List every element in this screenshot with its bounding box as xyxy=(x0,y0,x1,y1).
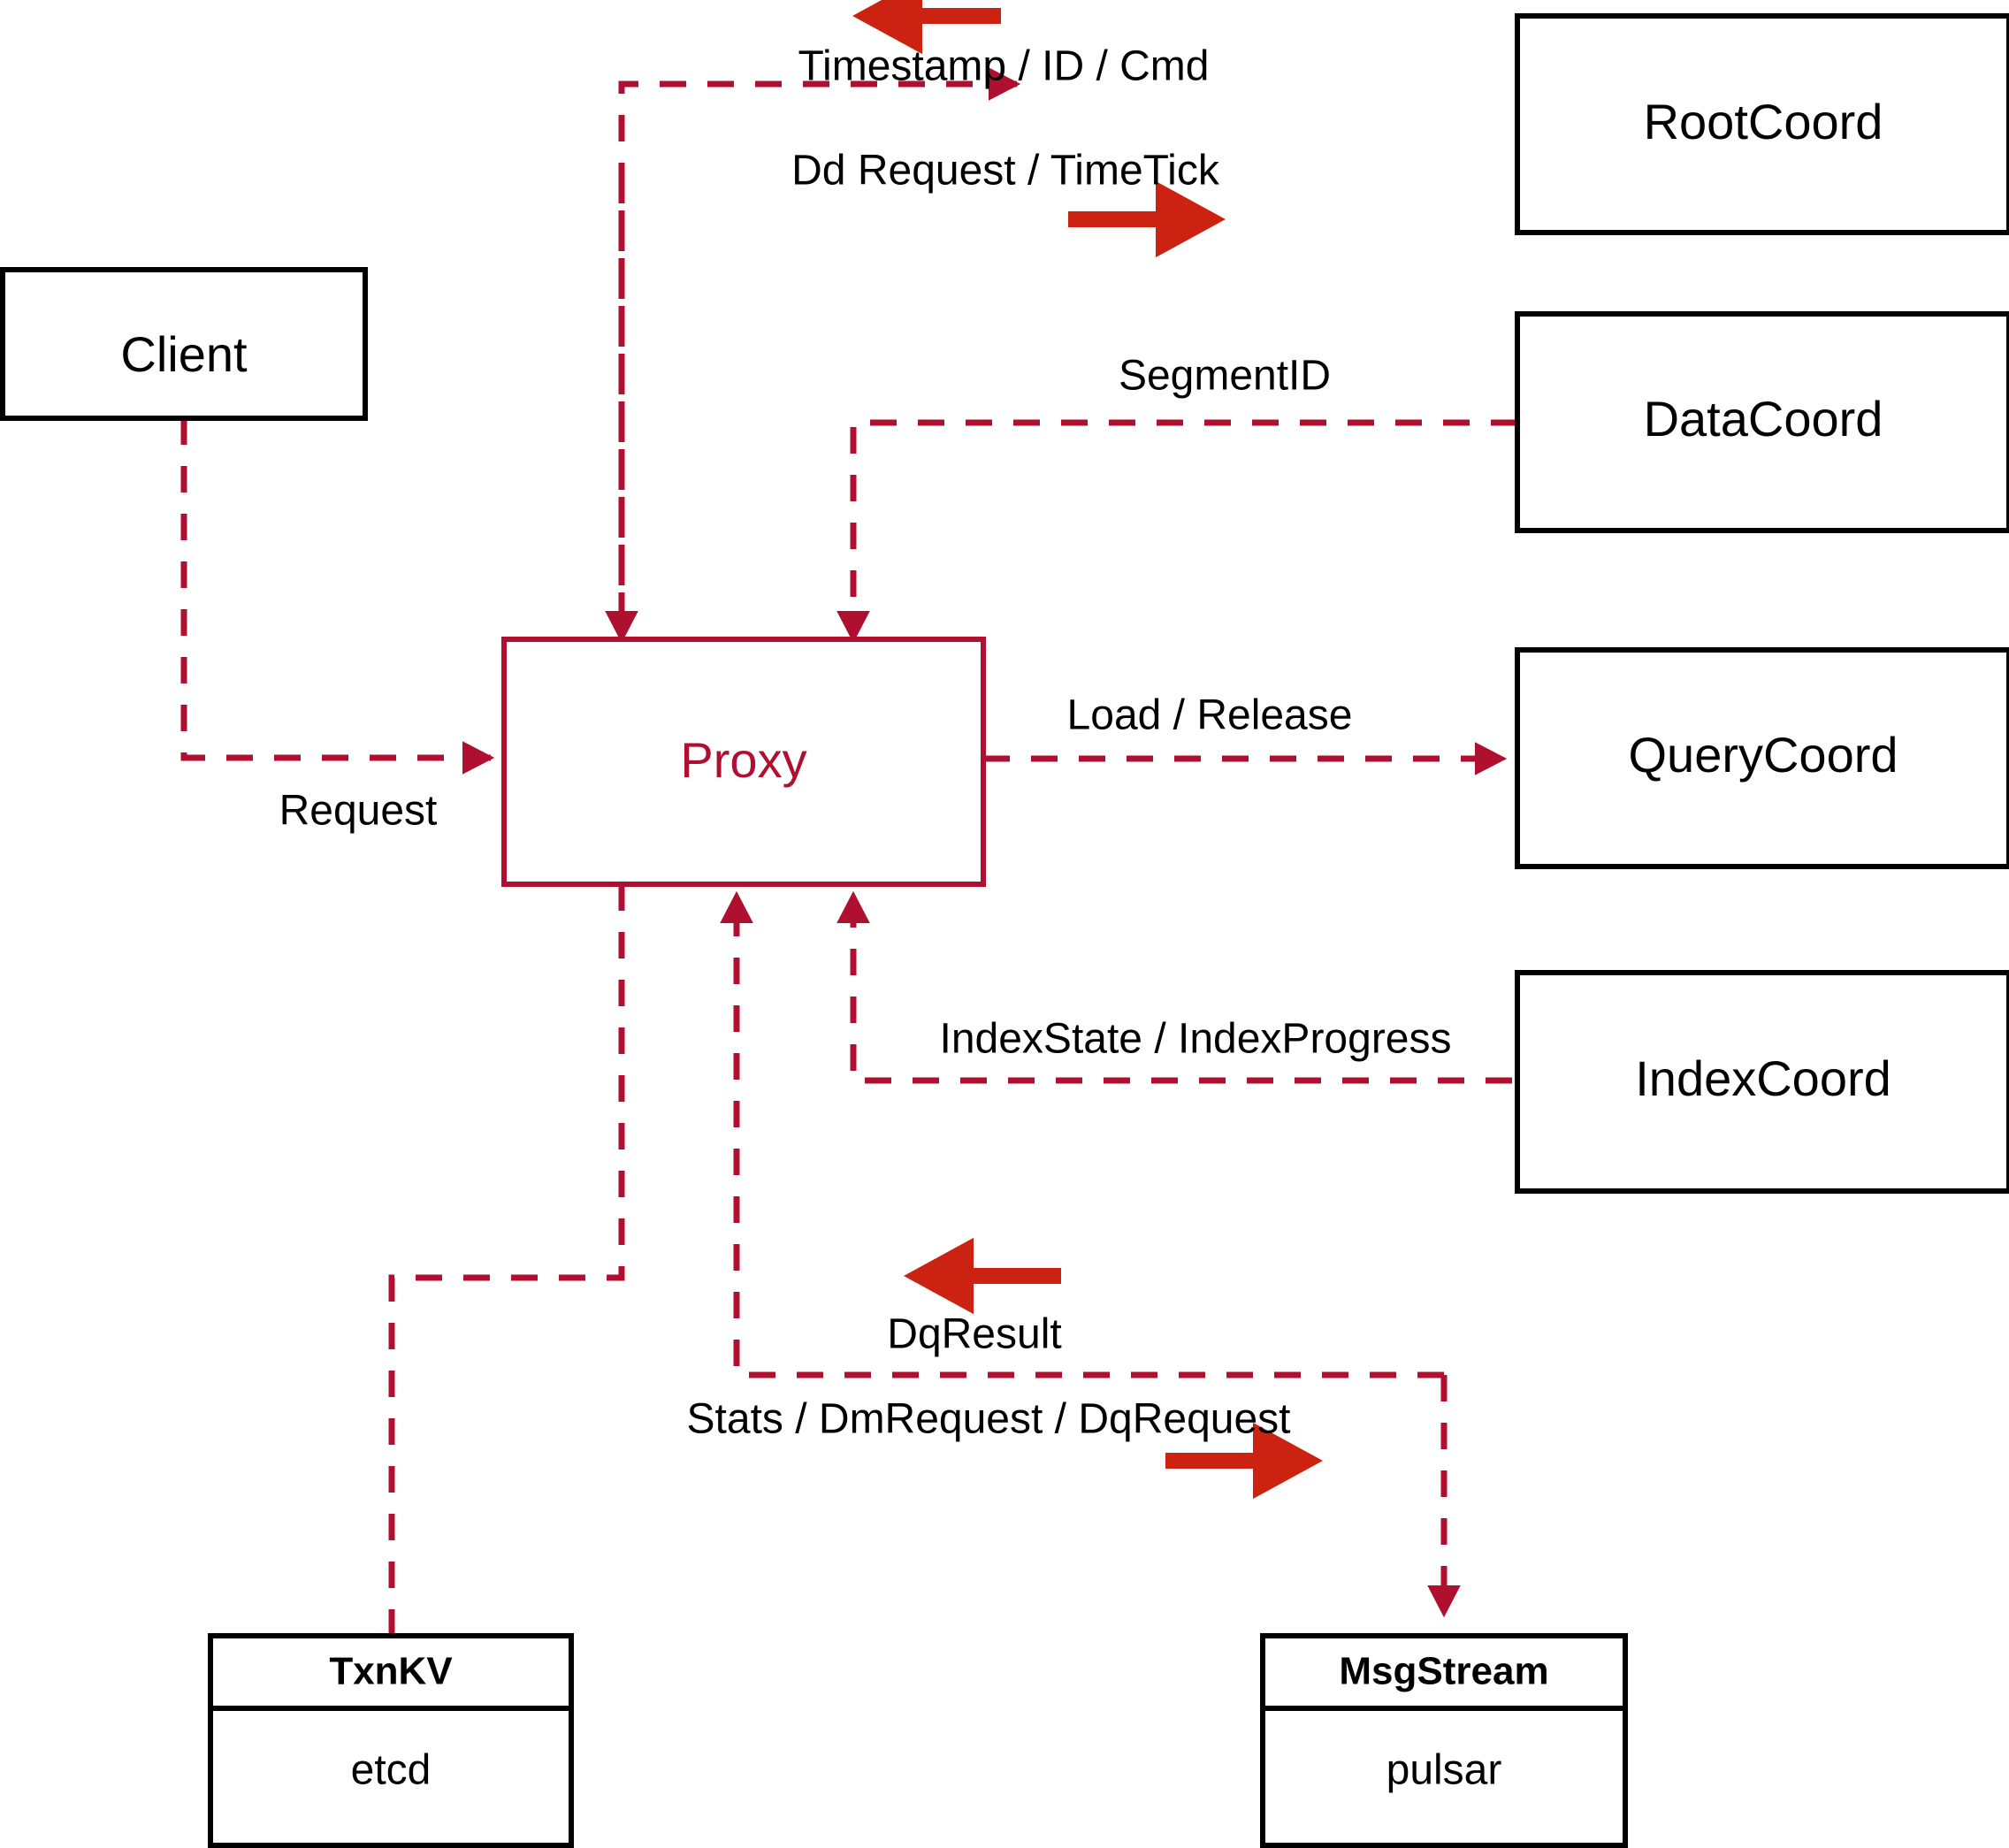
node-data-coord-label: DataCoord xyxy=(1644,391,1883,447)
node-txn-kv[interactable] xyxy=(208,1633,574,1848)
edge-path-client-proxy xyxy=(180,418,495,775)
node-msg-stream-title: MsgStream xyxy=(1339,1650,1548,1693)
edge-path-proxy-rootcoord xyxy=(618,67,1021,619)
node-proxy[interactable] xyxy=(501,637,986,887)
node-data-coord[interactable] xyxy=(1515,311,2009,533)
edge-path-proxy-txnkv xyxy=(388,884,625,1636)
node-proxy-label: Proxy xyxy=(680,732,806,788)
node-txn-kv-impl: etcd xyxy=(351,1747,432,1794)
node-index-coord-label: IndexCoord xyxy=(1635,1050,1891,1106)
edge-path-indexcoord-proxy xyxy=(836,890,1512,1084)
edge-path-datacoord-proxy xyxy=(836,419,1517,644)
edge-label-dqresult: DqResult xyxy=(887,1311,1061,1358)
edge-label-dd-request-timetick: Dd Request / TimeTick xyxy=(791,148,1220,195)
node-query-coord-label: QueryCoord xyxy=(1628,727,1898,783)
edge-label-stats-dmrequest-dqrequest: Stats / DmRequest / DqRequest xyxy=(687,1396,1291,1443)
node-root-coord[interactable] xyxy=(1515,13,2009,235)
node-txn-kv-title: TxnKV xyxy=(329,1650,453,1693)
node-msg-stream[interactable] xyxy=(1260,1633,1628,1848)
node-client-label: Client xyxy=(120,326,248,382)
node-client[interactable] xyxy=(0,267,368,421)
node-index-coord[interactable] xyxy=(1515,970,2009,1194)
edge-label-request: Request xyxy=(279,788,438,835)
node-root-coord-label: RootCoord xyxy=(1644,94,1883,149)
node-msg-stream-impl: pulsar xyxy=(1386,1747,1502,1794)
node-query-coord[interactable] xyxy=(1515,647,2009,869)
edge-label-segmentid: SegmentID xyxy=(1119,353,1331,400)
edge-label-indexstate-indexprogress: IndexState / IndexProgress xyxy=(940,1016,1452,1063)
edge-label-load-release: Load / Release xyxy=(1067,692,1353,739)
edge-path-msgstream-proxy xyxy=(720,890,1444,1378)
edge-label-timestamp-id-cmd: Timestamp / ID / Cmd xyxy=(798,43,1210,90)
